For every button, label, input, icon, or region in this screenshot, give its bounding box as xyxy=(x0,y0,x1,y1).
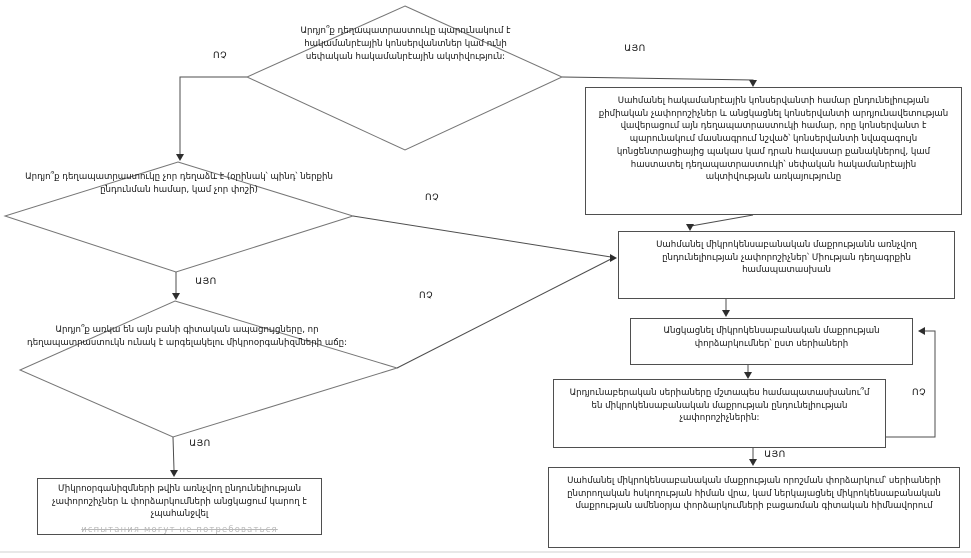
decision-scientific-evidence: Արդյո՞ք առկա են այն բանի գիտական ապացույ… xyxy=(27,325,347,348)
decision-diamond-shapes xyxy=(3,5,564,438)
process-test-by-batches: Անցկացնել միկրոկենսաբանական մաքրության փ… xyxy=(630,318,913,365)
diamond-1-shape xyxy=(245,5,564,151)
branch-label-no-1: ՈՉ xyxy=(212,51,227,61)
branch-label-no-4: ՈՉ xyxy=(911,388,926,398)
diamond-3-shape xyxy=(18,300,399,438)
process-skip-testing-justification: Սահմանել միկրոկենսաբանական մաքրության որ… xyxy=(548,467,960,548)
branch-label-yes-2: ԱՅՈ xyxy=(195,277,217,287)
branch-label-yes-3: ԱՅՈ xyxy=(189,439,211,449)
process-criteria-not-required: Միկրոօրգանիզմների թվին առնչվող ընդունելի… xyxy=(37,478,322,535)
process-set-preservative-criteria: Սահմանել հակամանրէային կոնսերվանտի համար… xyxy=(585,87,962,215)
process-set-purity-criteria: Սահմանել միկրոկենսաբանական մաքրությանն ա… xyxy=(618,231,955,299)
branch-label-no-3: ՈՉ xyxy=(418,291,433,301)
flow-arrows xyxy=(0,76,971,553)
branch-label-no-2: ՈՉ xyxy=(424,193,439,203)
decision-contains-preservative: Արդյո՞ք դեղապատրաստուկը պարունակում է հա… xyxy=(300,26,511,62)
decision-dry-dosage-form: Արդյո՞ք դեղապատրաստուկը չոր դեղաձև է (օր… xyxy=(25,172,333,195)
branch-label-yes-4: ԱՅՈ xyxy=(764,450,786,460)
criteria-not-required-text: Միկրոօրգանիզմների թվին առնչվող ընդունելի… xyxy=(52,484,307,520)
branch-label-yes-1: ԱՅՈ xyxy=(624,44,646,54)
criteria-not-required-faded-text: испытания могут не потребоваться xyxy=(81,524,278,535)
decision-batches-conform: Արդյունաբերական սերիաները մշտապես համապա… xyxy=(553,379,886,448)
